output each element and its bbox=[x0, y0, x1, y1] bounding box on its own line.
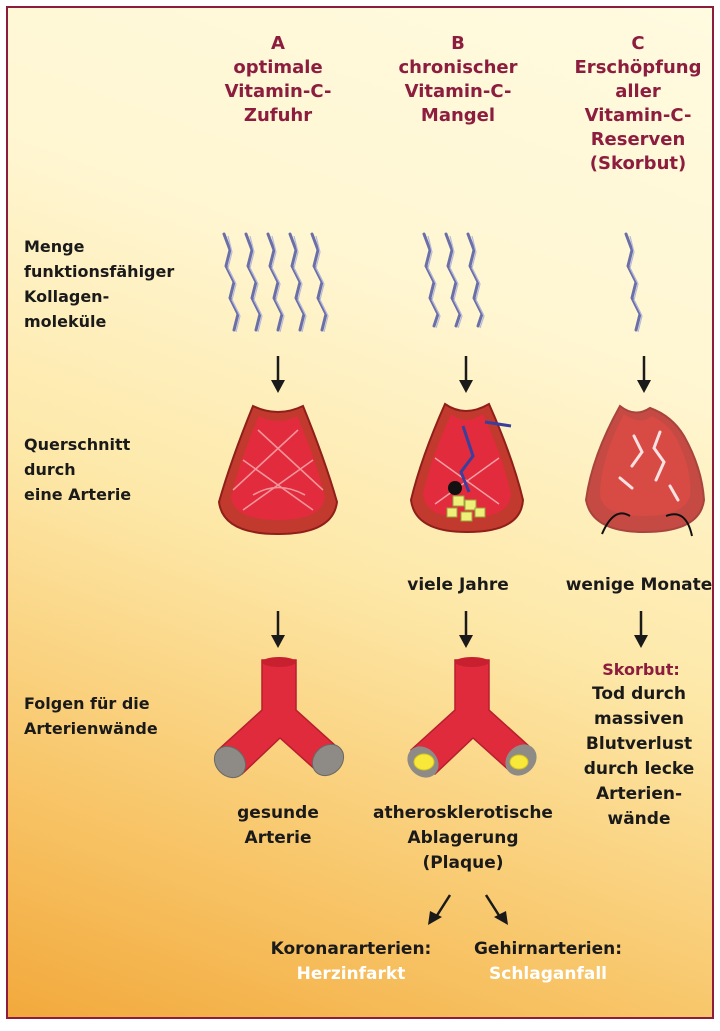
duration-c: wenige Monate bbox=[554, 574, 714, 597]
column-a-line: optimale bbox=[213, 56, 343, 80]
column-c-header: C Erschöpfung aller Vitamin-C- Reserven … bbox=[568, 32, 708, 176]
column-b-line: Vitamin-C- bbox=[383, 80, 533, 104]
column-a-line: Zufuhr bbox=[213, 104, 343, 128]
outcome-b: atherosklerotische Ablagerung (Plaque) bbox=[363, 801, 563, 876]
column-a-header: A optimale Vitamin-C- Zufuhr bbox=[213, 32, 343, 128]
arrow-down-icon bbox=[632, 611, 650, 649]
coronary-block: Koronararterien: Herzinfarkt bbox=[266, 937, 436, 987]
arrow-down-icon bbox=[457, 611, 475, 649]
column-c-letter: C bbox=[568, 32, 708, 56]
arrow-down-icon bbox=[269, 356, 287, 394]
cerebral-block: Gehirnarterien: Schlaganfall bbox=[468, 937, 628, 987]
artery-healthy-icon bbox=[200, 656, 350, 786]
outcome-a: gesunde Arterie bbox=[208, 801, 348, 851]
artery-cross-section-healthy-icon bbox=[213, 400, 343, 540]
column-c-line: Vitamin-C- bbox=[568, 104, 708, 128]
column-b-line: Mangel bbox=[383, 104, 533, 128]
coronary-result: Herzinfarkt bbox=[266, 962, 436, 987]
row-label-cross-section: Querschnitt durch eine Arterie bbox=[24, 432, 131, 507]
column-b-letter: B bbox=[383, 32, 533, 56]
column-a-line: Vitamin-C- bbox=[213, 80, 343, 104]
arrow-down-icon bbox=[457, 356, 475, 394]
column-c-line: Erschöpfung bbox=[568, 56, 708, 80]
column-c-line: Reserven bbox=[568, 128, 708, 152]
row-label-collagen: Menge funktionsfähiger Kollagen- molekül… bbox=[24, 234, 174, 334]
scurvy-outcome: Tod durch massiven Blutverlust durch lec… bbox=[564, 682, 714, 832]
artery-cross-section-damaged-icon bbox=[403, 396, 533, 541]
arrow-down-icon bbox=[269, 611, 287, 649]
arrow-down-left-icon bbox=[426, 893, 454, 927]
column-a-letter: A bbox=[213, 32, 343, 56]
collagen-column-a-icon bbox=[218, 230, 348, 340]
arrow-down-right-icon bbox=[482, 893, 510, 927]
cerebral-result: Schlaganfall bbox=[468, 962, 628, 987]
column-c-line: (Skorbut) bbox=[568, 152, 708, 176]
arrow-down-icon bbox=[635, 356, 653, 394]
row-label-consequences: Folgen für die Arterienwände bbox=[24, 691, 158, 741]
column-b-header: B chronischer Vitamin-C- Mangel bbox=[383, 32, 533, 128]
artery-cross-section-scurvy-icon bbox=[580, 396, 710, 546]
artery-plaque-icon bbox=[393, 656, 543, 786]
column-c-line: aller bbox=[568, 80, 708, 104]
cerebral-label: Gehirnarterien: bbox=[468, 937, 628, 962]
column-b-line: chronischer bbox=[383, 56, 533, 80]
scurvy-title: Skorbut: bbox=[571, 658, 711, 681]
duration-b: viele Jahre bbox=[383, 574, 533, 597]
coronary-label: Koronararterien: bbox=[266, 937, 436, 962]
collagen-column-b-icon bbox=[418, 230, 508, 340]
collagen-column-c-icon bbox=[618, 230, 658, 340]
diagram-frame: A optimale Vitamin-C- Zufuhr B chronisch… bbox=[6, 6, 714, 1019]
